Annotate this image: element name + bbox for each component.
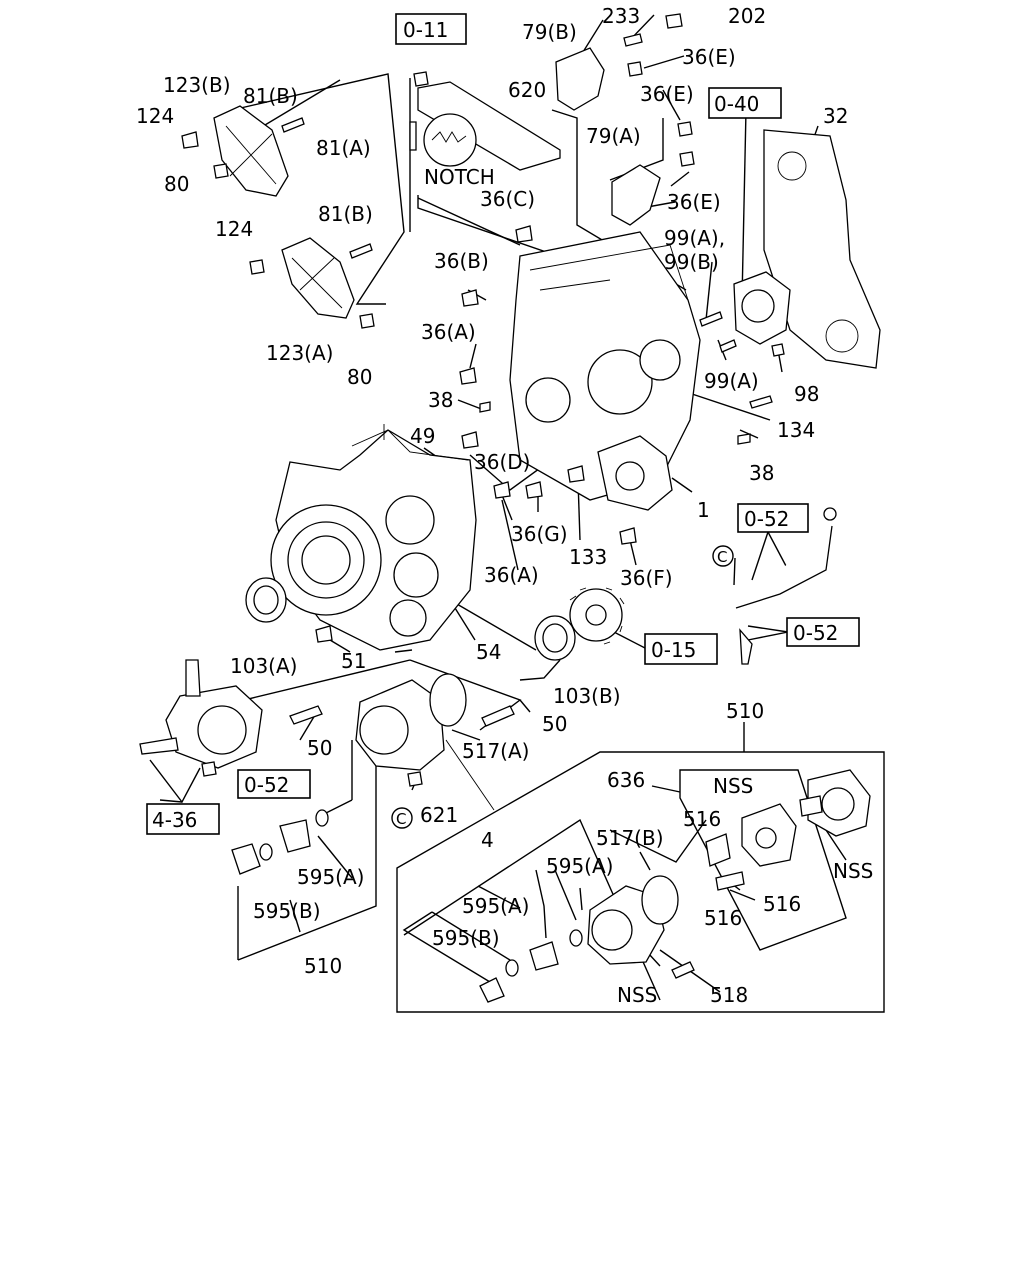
callout-label: NSS xyxy=(617,983,657,1007)
callout-label: 518 xyxy=(710,983,748,1007)
callout-label: 123(A) xyxy=(266,341,333,365)
harness-0-52 xyxy=(735,507,837,665)
callout-label: 516 xyxy=(704,906,742,930)
callout-label: C xyxy=(717,548,727,566)
timing-cover-assembly xyxy=(270,424,477,651)
callout-label: 36(C) xyxy=(480,187,535,211)
callout-label: C xyxy=(396,810,406,828)
callout-label: 99(A), xyxy=(664,226,725,250)
callout-label: 36(E) xyxy=(640,82,694,106)
plug-595-kit xyxy=(479,929,695,1003)
callout-label: 36(A) xyxy=(421,320,476,344)
callout-label: 36(G) xyxy=(511,522,568,546)
callout-label: 54 xyxy=(476,640,501,664)
callout-label: 1 xyxy=(697,498,710,522)
callout-label: 4-36 xyxy=(152,808,197,832)
callout-label: 621 xyxy=(420,803,458,827)
callout-label: 516 xyxy=(763,892,801,916)
callout-label: 0-52 xyxy=(793,621,838,645)
callout-label: 510 xyxy=(304,954,342,978)
callout-label: 36(B) xyxy=(434,249,489,273)
vacuum-pump-left xyxy=(139,659,263,769)
callout-label: 0-40 xyxy=(714,92,759,116)
callout-label: 103(A) xyxy=(230,654,297,678)
callout-label: 98 xyxy=(794,382,819,406)
plug-595-left xyxy=(231,809,329,875)
callout-label: 81(B) xyxy=(243,84,298,108)
callout-label: 38 xyxy=(428,388,453,412)
callout-label: 0-15 xyxy=(651,638,696,662)
callout-label: 79(B) xyxy=(522,20,577,44)
studs-50 xyxy=(289,705,515,727)
callout-label: 595(A) xyxy=(462,894,529,918)
rotor-nss xyxy=(741,803,797,867)
front-plate-assembly xyxy=(509,231,701,501)
callout-label: 636 xyxy=(607,768,645,792)
callout-label: 510 xyxy=(726,699,764,723)
callout-label: 233 xyxy=(602,4,640,28)
vanes-516 xyxy=(705,833,745,891)
callout-label: 103(B) xyxy=(553,684,621,708)
vacuum-pump-517 xyxy=(355,673,495,811)
callout-label: 595(B) xyxy=(253,899,321,923)
callout-label: 50 xyxy=(542,712,567,736)
callout-label: 202 xyxy=(728,4,766,28)
oil-pump-1 xyxy=(597,435,673,511)
bracket-79b xyxy=(555,47,605,111)
callout-label: 595(B) xyxy=(432,926,500,950)
callout-label: 595(A) xyxy=(546,854,613,878)
cover-123b xyxy=(213,105,289,197)
callout-label: 36(E) xyxy=(682,45,736,69)
bracket-79a xyxy=(611,164,661,226)
callout-label: 0-11 xyxy=(403,18,448,42)
callout-label: 38 xyxy=(749,461,774,485)
seals-103 xyxy=(245,577,576,661)
callout-label: 517(B) xyxy=(596,826,664,850)
injection-pump-99 xyxy=(733,271,791,345)
callout-label: 99(A) xyxy=(704,369,759,393)
callout-label: 50 xyxy=(307,736,332,760)
callout-label: 81(B) xyxy=(318,202,373,226)
callout-label: 79(A) xyxy=(586,124,641,148)
callout-label: 516 xyxy=(683,807,721,831)
notch-plate-620 xyxy=(417,81,561,171)
callout-label: 80 xyxy=(164,172,189,196)
callout-label: 517(A) xyxy=(462,739,529,763)
callout-label: 81(A) xyxy=(316,136,371,160)
callout-label: 134 xyxy=(777,418,815,442)
callout-label: 80 xyxy=(347,365,372,389)
callout-label: 36(A) xyxy=(484,563,539,587)
callout-label: 0-52 xyxy=(744,507,789,531)
callout-label: 99(B) xyxy=(664,250,719,274)
callout-label: 0-52 xyxy=(244,773,289,797)
pump-nss-right xyxy=(799,769,871,837)
cover-123a xyxy=(281,237,355,319)
callout-label: 595(A) xyxy=(297,865,364,889)
bolts-scattered xyxy=(181,13,785,787)
gear-0-15 xyxy=(569,587,625,645)
callout-label: 36(D) xyxy=(474,450,530,474)
callout-label: 51 xyxy=(341,649,366,673)
callout-labels: 0-11 79(B) 233 202 36(E) 123(B) 81(B) 62… xyxy=(136,4,873,1007)
callout-label: 620 xyxy=(508,78,546,102)
callout-label: 124 xyxy=(136,104,174,128)
callout-label: 133 xyxy=(569,545,607,569)
callout-label: 36(E) xyxy=(667,190,721,214)
callout-label: 124 xyxy=(215,217,253,241)
pump-body-nss-kit xyxy=(587,875,679,965)
callout-label: NOTCH xyxy=(424,165,495,189)
callout-label: 36(F) xyxy=(620,566,673,590)
callout-label: 32 xyxy=(823,104,848,128)
callout-label: 123(B) xyxy=(163,73,231,97)
callout-label: 49 xyxy=(410,424,435,448)
reference-boxes xyxy=(146,13,860,835)
callout-label: 4 xyxy=(481,828,494,852)
callout-label: NSS xyxy=(713,774,753,798)
callout-label: NSS xyxy=(833,859,873,883)
